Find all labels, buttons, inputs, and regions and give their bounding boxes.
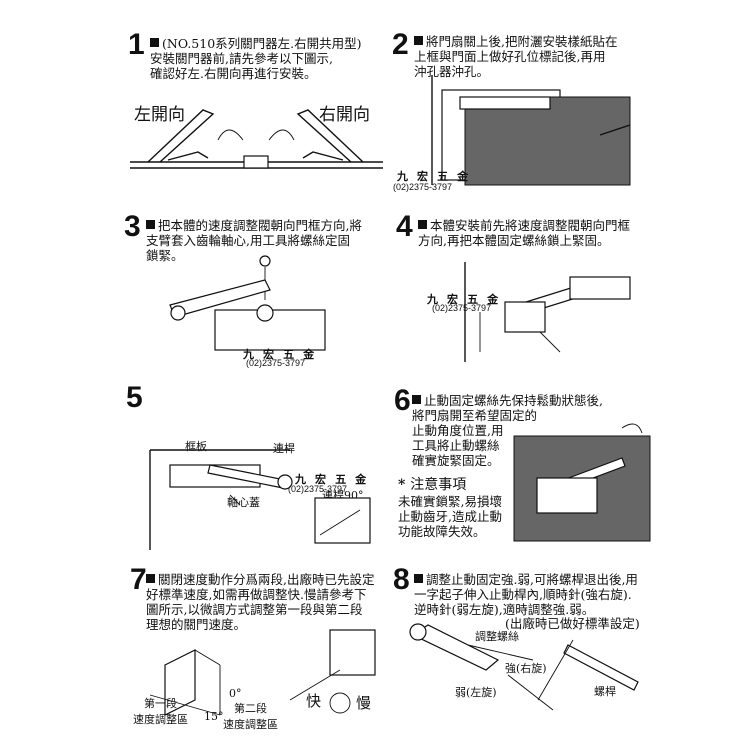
bullet-square-icon <box>414 574 423 583</box>
step-1-number: 1 <box>128 28 145 61</box>
step-7-text: 關閉速度動作分爲兩段,出廠時已先設定 好標準速度,如需再做調整快.慢請參考下 圖… <box>146 572 374 632</box>
label-rod: 連桿 <box>273 442 295 455</box>
step-6-diagram <box>513 423 651 542</box>
label-adjust-screw: 調整螺絲 <box>475 630 519 643</box>
label-first-stage: 第一段 速度調整區 <box>133 697 188 726</box>
brand-name-2: 九 宏 五 金 <box>397 171 472 183</box>
bullet-square-icon <box>414 36 423 45</box>
step-6-note-title-text: 注意事項 <box>410 477 467 493</box>
step-8-factory-note: (出廠時已做好標準設定) <box>505 616 640 631</box>
label-screw-rod: 螺桿 <box>594 685 616 698</box>
bullet-square-icon <box>412 395 421 404</box>
step-5-diagram <box>149 449 371 550</box>
step-3-diagram <box>169 255 326 351</box>
step-4-diagram <box>464 262 631 362</box>
step-6-text: 止動固定螺絲先保持鬆動狀態後, 將門扇開至希望固定的 止動角度位置,用 工具將止… <box>412 393 603 468</box>
step-7-diagram <box>149 629 376 716</box>
brand-name-3: 九 宏 五 金 <box>243 349 318 361</box>
step-4-text: 本體安裝前先將速度調整閥朝向門框 方向,再把本體固定螺絲鎖上緊固。 <box>418 218 630 248</box>
step-8-text-content: 調整止動固定強.弱,可將螺桿退出後,用 一字起子伸入止動桿內,順時針(強右旋).… <box>414 572 638 617</box>
brand-phone-3: (02)2375-3797 <box>246 358 306 368</box>
right-open-label: 右開向 <box>319 105 370 125</box>
bullet-square-icon <box>146 574 155 583</box>
label-second-stage: 第二段 速度調整區 <box>223 702 278 731</box>
step-4-number: 4 <box>396 210 413 243</box>
brand-phone-2: (02)2375-3797 <box>393 182 453 192</box>
step-7-number: 7 <box>130 563 147 596</box>
label-weak: 弱(左旋) <box>455 686 497 699</box>
label-strong: 強(右旋) <box>505 662 547 675</box>
step-8-number: 8 <box>393 563 410 596</box>
bullet-square-icon <box>146 220 155 229</box>
step-3-number: 3 <box>124 210 141 243</box>
brand-phone-4: (02)2375-3797 <box>432 303 492 313</box>
label-0deg: 0° <box>229 687 242 700</box>
step-3-text: 把本體的速度調整閥朝向門框方向,將 支臂套入齒輪軸心,用工具將螺絲定固 鎖緊。 <box>146 218 362 263</box>
step-1-text: (NO.510系列關門器左.右開共用型) 安裝關門器前,請先參考以下圖示, 確認… <box>150 36 362 81</box>
step-6-note-body: 未確實鎖緊,易損壞 止動齒牙,造成止動 功能故障失效。 <box>398 494 502 539</box>
brand-name-5: 九 宏 五 金 <box>295 474 370 486</box>
asterisk-icon: * <box>398 477 411 493</box>
step-2-text: 將門扇關上後,把附灑安裝樣紙貼在 上框與門面上做好孔位標記後,再用 沖孔器沖孔。 <box>414 34 617 79</box>
step-6-note-title: * 注意事項 <box>398 478 466 493</box>
label-axis-cover: 軸心蓋 <box>227 496 260 509</box>
brand-name-4: 九 宏 五 金 <box>427 294 502 306</box>
step-3-text-content: 把本體的速度調整閥朝向門框方向,將 支臂套入齒輪軸心,用工具將螺絲定固 鎖緊。 <box>146 218 362 263</box>
label-15deg: 15° <box>204 710 224 723</box>
step-6-number: 6 <box>394 384 411 417</box>
bullet-square-icon <box>150 38 159 47</box>
left-open-label: 左開向 <box>134 105 185 125</box>
label-slow: 慢 <box>356 694 372 712</box>
step-2-diagram <box>431 75 631 186</box>
label-fast: 快 <box>306 692 322 710</box>
bullet-square-icon <box>418 220 427 229</box>
step-4-text-content: 本體安裝前先將速度調整閥朝向門框 方向,再把本體固定螺絲鎖上緊固。 <box>418 218 631 248</box>
step-8-diagram <box>409 623 639 711</box>
step-2-text-content: 將門扇關上後,把附灑安裝樣紙貼在 上框與門面上做好孔位標記後,再用 沖孔器沖孔。 <box>414 34 618 79</box>
brand-phone-5: (02)2375-3797 <box>288 484 348 494</box>
step-1-text-content: (NO.510系列關門器左.右開共用型) 安裝關門器前,請先參考以下圖示, 確認… <box>150 36 362 81</box>
step-7-text-content: 關閉速度動作分爲兩段,出廠時已先設定 好標準速度,如需再做調整快.慢請參考下 圖… <box>146 572 375 632</box>
step-8-text: 調整止動固定強.弱,可將螺桿退出後,用 一字起子伸入止動桿內,順時針(強右旋).… <box>414 572 638 617</box>
step-1-diagram <box>130 109 383 169</box>
step-6-text-content: 止動固定螺絲先保持鬆動狀態後, 將門扇開至希望固定的 止動角度位置,用 工具將止… <box>412 393 603 468</box>
step-2-number: 2 <box>392 28 409 61</box>
step-5-number: 5 <box>126 381 143 414</box>
